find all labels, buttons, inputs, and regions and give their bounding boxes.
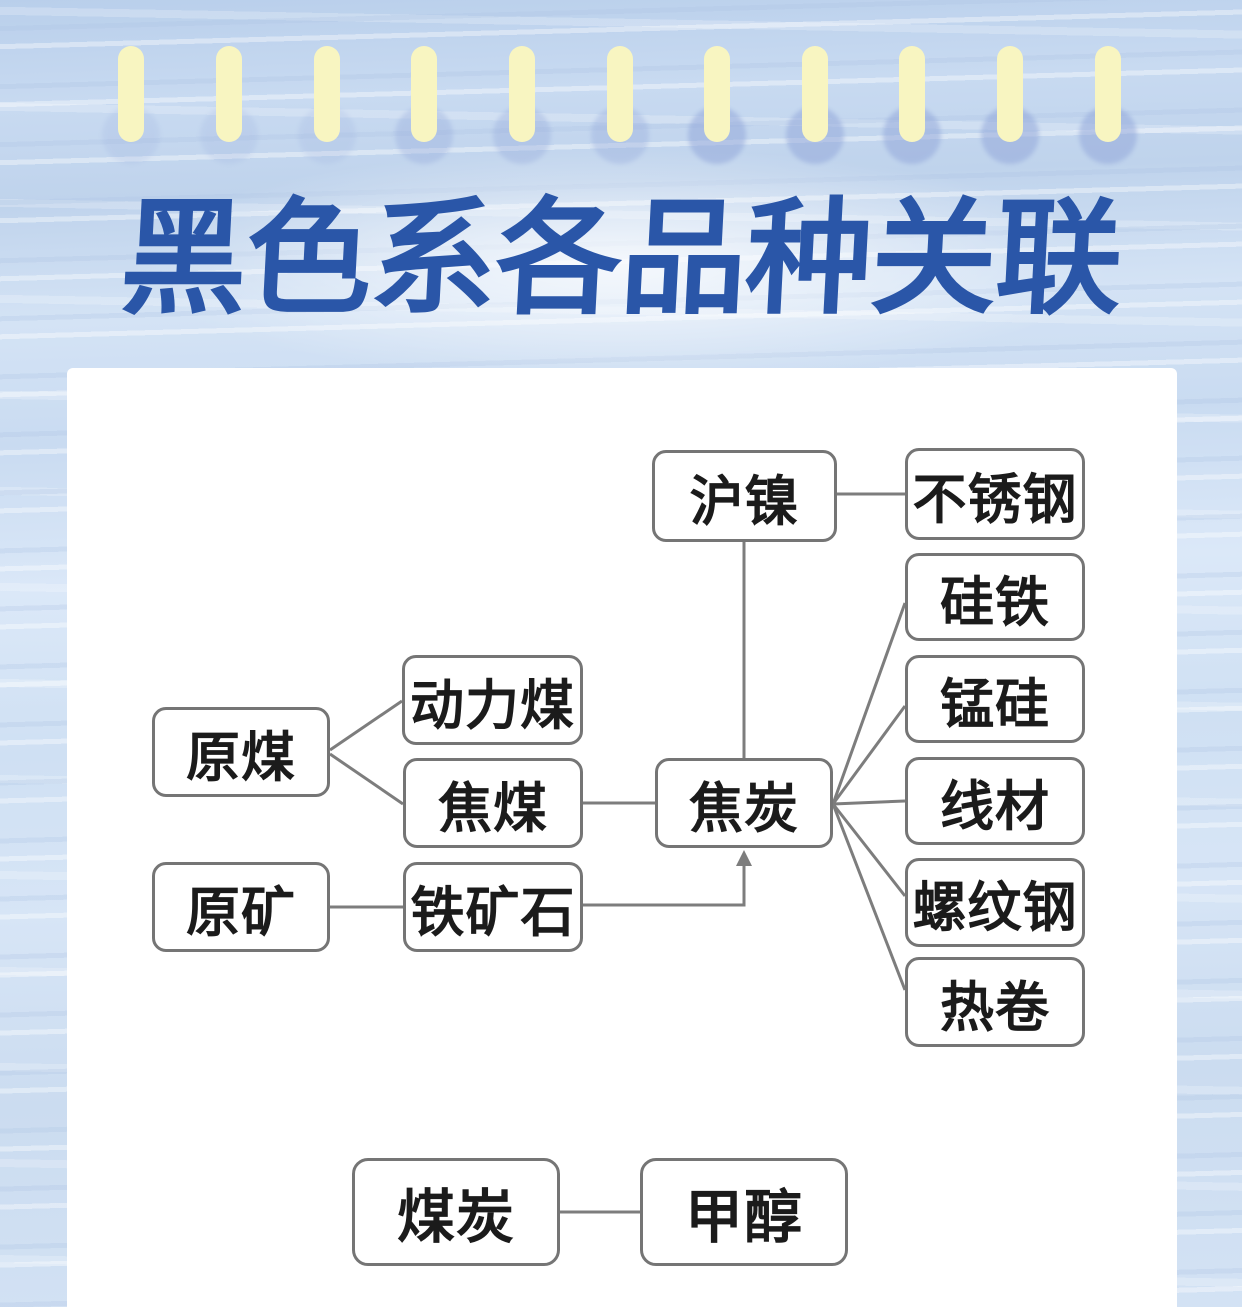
binding-pin	[997, 46, 1023, 142]
binding-pin	[802, 46, 828, 142]
node-wire-rod: 线材	[905, 757, 1085, 845]
edge-raw-coal-thermal-coal	[329, 699, 403, 752]
node-coke: 焦炭	[655, 758, 833, 848]
node-thermal-coal: 动力煤	[402, 655, 583, 745]
binding-pin	[509, 46, 535, 142]
node-shanghai-nickel: 沪镍	[652, 450, 837, 542]
edge-coke-wire-rod	[832, 799, 906, 806]
node-iron-ore: 铁矿石	[403, 862, 583, 952]
diagram-card: 沪镍 不锈钢 硅铁 锰硅 线材 螺纹钢 热卷 原煤 动力煤 焦煤 原矿 铁矿石 …	[67, 368, 1177, 1307]
binding-pin	[216, 46, 242, 142]
node-methanol: 甲醇	[640, 1158, 848, 1266]
edge-coke-rebar	[831, 803, 907, 897]
binding-pin	[411, 46, 437, 142]
page-title: 黑色系各品种关联	[117, 188, 1125, 329]
edge-coke-ferrosilicon	[831, 602, 907, 805]
node-raw-coal: 原煤	[152, 707, 330, 797]
node-hot-coil: 热卷	[905, 957, 1085, 1047]
binding-pin	[704, 46, 730, 142]
binding-pin	[607, 46, 633, 142]
node-ferrosilicon: 硅铁	[905, 553, 1085, 641]
node-coal: 煤炭	[352, 1158, 560, 1266]
node-raw-ore: 原矿	[152, 862, 330, 952]
edge-coke-silicomanganese	[831, 705, 907, 805]
edge-iron-ore-coke-arrowhead	[736, 850, 752, 866]
binding-pin	[1095, 46, 1121, 142]
binding-pin	[118, 46, 144, 142]
edge-iron-ore-coke	[583, 864, 746, 907]
binding-pin	[899, 46, 925, 142]
edge-coke-hot-coil	[831, 803, 907, 991]
node-stainless-steel: 不锈钢	[905, 448, 1085, 540]
connector-lines	[329, 492, 907, 1214]
node-rebar: 螺纹钢	[905, 858, 1085, 947]
binding-pin	[314, 46, 340, 142]
node-silicomanganese: 锰硅	[905, 655, 1085, 743]
edge-raw-coal-coking-coal	[329, 752, 404, 806]
node-coking-coal: 焦煤	[403, 758, 583, 848]
